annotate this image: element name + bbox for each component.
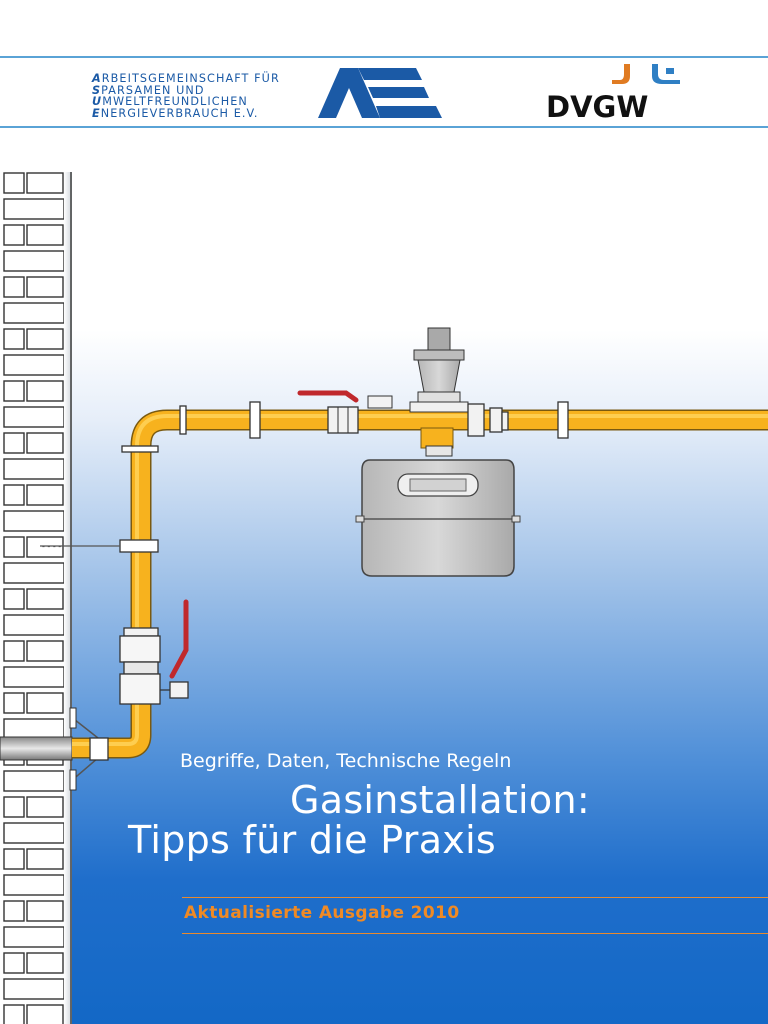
pipe-clamps: - - - - [40, 401, 569, 553]
pipe-fittings [467, 403, 509, 437]
asue-line-4: ENERGIEVERBRAUCH E.V. [92, 106, 259, 120]
ae-logo-icon [318, 68, 442, 118]
brick-wall [0, 172, 72, 1024]
svg-text:- - - -: - - - - [42, 542, 61, 551]
gas-meter [355, 459, 521, 577]
asue-line-3: UMWELTFREUNDLICHEN [92, 95, 248, 109]
gas-pressure-regulator [409, 327, 469, 413]
asue-line-2: SPARSAMEN UND [92, 83, 205, 97]
cover-title-line-2: Tipps für die Praxis [128, 818, 497, 862]
asue-line-1: ARBEITSGEMEINSCHAFT FÜR [92, 72, 280, 85]
wall-sleeve [0, 707, 99, 791]
insulating-joint [89, 737, 109, 761]
asue-logo-text: ARBEITSGEMEINSCHAFT FÜR SPARSAMEN UND UM… [92, 73, 280, 119]
edition-rule-top [182, 897, 768, 898]
logo-header: ARBEITSGEMEINSCHAFT FÜR SPARSAMEN UND UM… [0, 56, 768, 128]
gas-pipe [72, 409, 768, 759]
edition-rule-bottom [182, 933, 768, 934]
upper-ball-valve [297, 390, 393, 434]
cover-title-line-1: Gasinstallation: [290, 778, 590, 822]
dvgw-flame-icon [612, 64, 680, 84]
lower-ball-valve [119, 599, 189, 705]
dvgw-logo-text: DVGW [546, 90, 649, 124]
cover-subtitle: Begriffe, Daten, Technische Regeln [180, 750, 512, 772]
meter-connection [425, 445, 453, 457]
edition-label: Aktualisierte Ausgabe 2010 [184, 903, 460, 923]
